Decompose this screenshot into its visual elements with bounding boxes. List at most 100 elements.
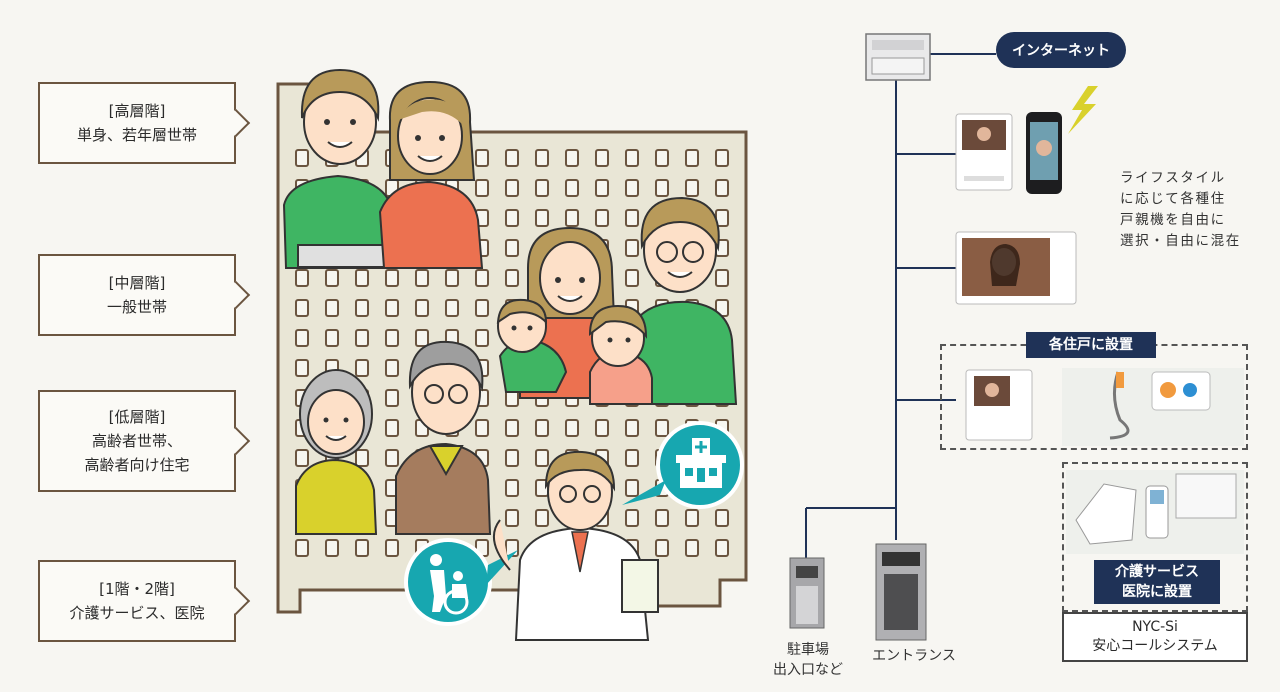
window [625, 149, 639, 167]
window [565, 149, 579, 167]
lifestyle-line-4: 選択・自由に混在 [1120, 233, 1241, 249]
window [685, 149, 699, 167]
window [355, 329, 369, 347]
window [595, 419, 609, 437]
window [385, 449, 399, 467]
indoor-monitor-small [955, 113, 1013, 191]
indoor-monitor-wide [955, 231, 1077, 305]
young-woman-illustration [378, 80, 484, 269]
window [355, 269, 369, 287]
father-illustration [628, 196, 738, 405]
window [385, 539, 399, 557]
each-unit-tag: 各住戸に設置 [1026, 332, 1156, 358]
network-lines [805, 53, 996, 558]
floor-label-low: [低層階] 高齢者世帯、 高齢者向け住宅 [38, 390, 236, 492]
window [475, 419, 489, 437]
wireless-signal-icon [1068, 86, 1098, 134]
parking-caption-line-2: 出入口など [773, 662, 843, 678]
window [355, 359, 369, 377]
window [625, 209, 639, 227]
window [475, 149, 489, 167]
care-tag-line-1: 介護サービス [1115, 564, 1199, 580]
indoor-monitor-unit [965, 369, 1033, 441]
window [565, 209, 579, 227]
care-tag-line-2: 医院に設置 [1122, 584, 1192, 600]
window [385, 389, 399, 407]
each-unit-dashed-area [940, 344, 1248, 450]
elderly-man-illustration [395, 340, 492, 535]
window [295, 269, 309, 287]
floor-middle-bracket: [中層階] [108, 274, 166, 292]
window [475, 179, 489, 197]
parking-door-station [789, 557, 825, 629]
window [445, 269, 459, 287]
floor-ground-desc: 介護サービス、医院 [69, 604, 205, 622]
window [595, 149, 609, 167]
window [385, 419, 399, 437]
window [625, 419, 639, 437]
window [565, 419, 579, 437]
window [505, 509, 519, 527]
window [505, 149, 519, 167]
window [655, 179, 669, 197]
window [415, 329, 429, 347]
window [385, 269, 399, 287]
window [535, 509, 549, 527]
window [715, 149, 729, 167]
window [655, 419, 669, 437]
window [625, 239, 639, 257]
window [325, 269, 339, 287]
emergency-call-unit [1062, 368, 1244, 446]
floor-ground-bracket: [1階・2階] [99, 580, 175, 598]
window [685, 509, 699, 527]
window [715, 179, 729, 197]
window [715, 509, 729, 527]
window [295, 149, 309, 167]
lifestyle-line-2: に応じて各種住 [1120, 191, 1226, 207]
doctor-illustration [492, 450, 659, 641]
network-controller-device [865, 33, 931, 81]
clinic-bubble [622, 421, 744, 509]
care-dashed-area [1062, 462, 1248, 612]
nyc-si-title: NYC-Si [1132, 619, 1178, 635]
window [685, 179, 699, 197]
internet-bubble: インターネット [996, 32, 1126, 68]
window [505, 179, 519, 197]
floor-label-middle: [中層階] 一般世帯 [38, 254, 236, 336]
window [655, 539, 669, 557]
window [685, 539, 699, 557]
window [565, 179, 579, 197]
smartphone-device [1026, 112, 1062, 194]
window [445, 299, 459, 317]
window [295, 329, 309, 347]
window [325, 329, 339, 347]
window [655, 149, 669, 167]
floor-low-desc: 高齢者世帯、 [91, 432, 182, 450]
young-man-illustration [282, 68, 400, 269]
window [505, 269, 519, 287]
floor-label-ground: [1階・2階] 介護サービス、医院 [38, 560, 236, 642]
window [325, 299, 339, 317]
window [655, 509, 669, 527]
window [295, 449, 309, 467]
window [355, 539, 369, 557]
window [715, 269, 729, 287]
window [715, 539, 729, 557]
parking-caption-line-1: 駐車場 [787, 642, 829, 658]
window [535, 149, 549, 167]
care-service-bubble [404, 538, 518, 626]
window [385, 329, 399, 347]
window [415, 269, 429, 287]
window [385, 299, 399, 317]
window [295, 299, 309, 317]
window [355, 299, 369, 317]
window [475, 299, 489, 317]
lifestyle-line-1: ライフスタイル [1120, 170, 1226, 186]
window [535, 419, 549, 437]
entrance-caption: エントランス [872, 648, 956, 664]
floor-high-desc: 単身、若年層世帯 [76, 126, 197, 144]
window [325, 539, 339, 557]
window [385, 359, 399, 377]
nurse-call-station [1066, 470, 1244, 554]
